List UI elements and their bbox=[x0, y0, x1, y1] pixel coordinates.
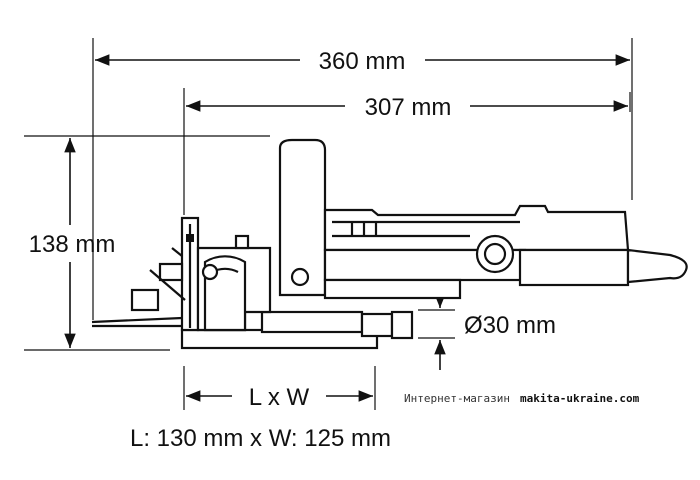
base-size-caption: L: 130 mm x W: 125 mm bbox=[130, 425, 391, 452]
dimension-base: L x W bbox=[186, 384, 373, 411]
dimension-height: 138 mm bbox=[29, 138, 116, 348]
watermark-shop-label: Интернет-магазин bbox=[404, 392, 510, 405]
extension-lines bbox=[24, 38, 633, 410]
body-length-label: 307 mm bbox=[365, 94, 452, 121]
plate-joiner-drawing bbox=[91, 138, 688, 350]
base-label: L x W bbox=[249, 384, 310, 411]
watermark-site: makita-ukraine.com bbox=[520, 392, 640, 405]
spindle-diameter-label: Ø30 mm bbox=[464, 312, 556, 339]
overall-length-label: 360 mm bbox=[319, 48, 406, 75]
dimension-overall-length: 360 mm bbox=[95, 48, 630, 75]
dimension-body-length: 307 mm bbox=[186, 94, 628, 121]
height-label: 138 mm bbox=[29, 231, 116, 258]
